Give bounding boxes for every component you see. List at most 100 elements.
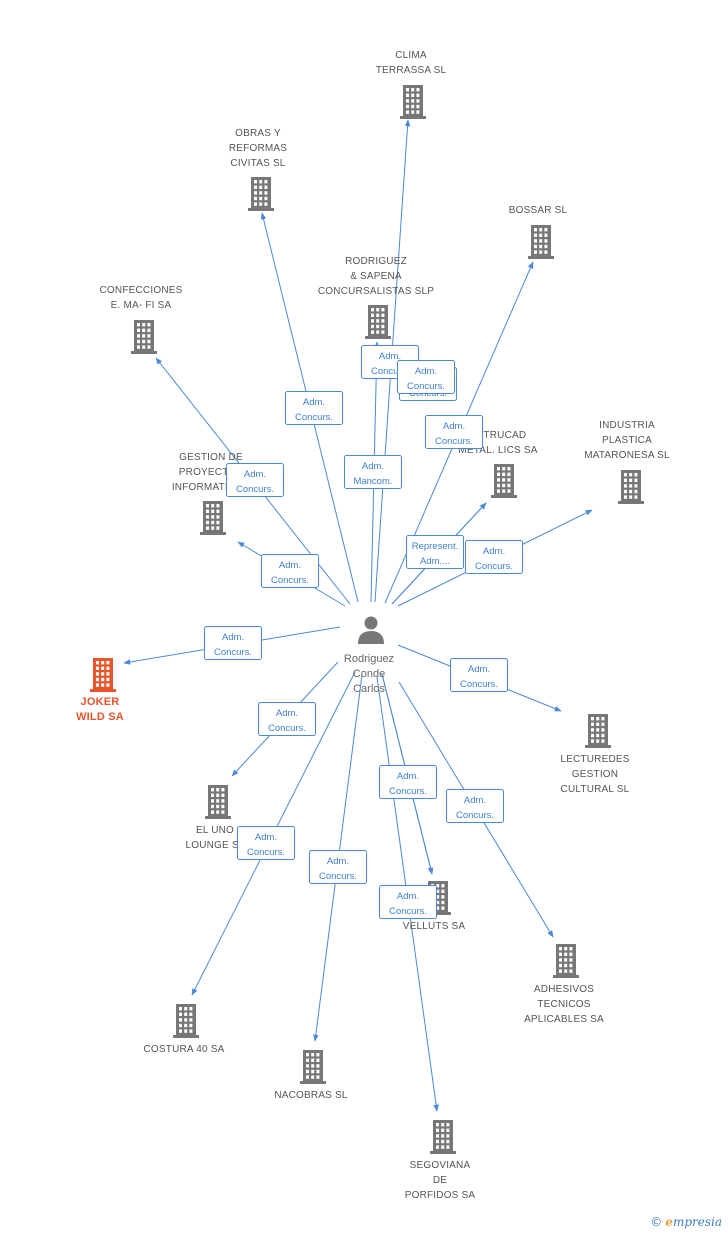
building-icon [491,464,517,498]
building-icon [585,714,611,748]
building-icon [248,177,274,211]
relation-badge-text: Adm. [279,560,301,571]
company-label-obras: CIVITAS SL [230,158,285,169]
company-label-clima: CLIMA [395,50,427,61]
building-icon [300,1050,326,1084]
relation-badge-text: Adm. [362,461,384,472]
relation-badge[interactable]: Adm.Concurs. [258,702,316,736]
copyright-symbol: © [650,1215,663,1229]
relation-badge[interactable]: Adm.Concurs. [397,360,455,394]
relation-badge-text: Adm. [327,856,349,867]
relation-badge[interactable]: Adm. Mancom. [344,455,402,489]
relation-badge-text: Adm. [303,397,325,408]
company-label-costura: COSTURA 40 SA [144,1044,225,1055]
relation-badge-text: Represent. [412,541,458,552]
relation-badge[interactable]: Adm.Concurs. [379,885,437,919]
relation-badge[interactable]: Adm. Concurs. [261,554,319,588]
relation-badge-text: Concurs. [460,679,498,690]
relation-badge[interactable]: Adm. Concurs. [204,626,262,660]
relation-badge[interactable]: Adm. Concurs. [446,789,504,823]
building-icon [528,225,554,259]
building-icon [618,470,644,504]
company-node-bossar[interactable]: BOSSAR SL [509,205,568,259]
relation-badge-text: Concurs. [271,575,309,586]
company-label-gestion: PROYECTOS [179,467,244,478]
relation-badge[interactable]: Adm.Concurs. [309,850,367,884]
logo-text: mpresia [672,1215,722,1229]
relation-badge[interactable]: Adm.Concurs. [379,765,437,799]
building-icon [400,85,426,119]
company-label-velluts: VELLUTS SA [403,921,466,932]
company-label-joker: WILD SA [76,711,124,723]
relation-badge-text: Concurs. [407,381,445,392]
relation-badge-text: Adm. [468,664,490,675]
relation-badge-text: Concurs. [371,366,409,377]
company-label-joker: JOKER [81,696,120,708]
building-icon [131,320,157,354]
relation-badge-text: Adm. [222,632,244,643]
company-node-segov[interactable]: SEGOVIANA DE PORFIDOS SA [405,1120,476,1201]
relation-badge-text: Concurs. [214,647,252,658]
relation-badge[interactable]: Adm. Concurs. [450,658,508,692]
relation-badge-text: Concurs. [456,810,494,821]
person-icon [358,616,384,644]
company-node-gestion[interactable]: GESTION DE PROYECTOS INFORMATICOS [172,452,250,535]
company-label-segov: PORFIDOS SA [405,1190,476,1201]
company-label-indust: INDUSTRIA [599,420,655,431]
building-icon [173,1004,199,1038]
company-node-nacobras[interactable]: NACOBRAS SL [274,1050,348,1101]
relation-badge-text: Concurs. [389,786,427,797]
company-label-segov: DE [433,1175,447,1186]
relation-badge-text: Concurs. [236,484,274,495]
company-node-obras[interactable]: OBRAS Y REFORMAS CIVITAS SL [229,128,287,211]
company-label-gestion: INFORMATICOS [172,482,250,493]
person-name-label: Carlos [353,683,385,695]
company-label-adhes: ADHESIVOS [534,984,594,995]
company-label-rodsap: RODRIGUEZ [345,256,407,267]
logo-initial: e [665,1215,673,1229]
relation-badge-text: Mancom. [353,476,392,487]
empresia-logo: ©empresia [650,1215,722,1229]
company-label-eluno: LOUNGE SL [185,840,244,851]
company-label-obras: REFORMAS [229,143,287,154]
relation-badge[interactable]: Adm. Concurs. [226,463,284,497]
company-label-adhes: TECNICOS [537,999,590,1010]
building-icon [90,658,116,692]
relation-badge-text: Adm. [464,795,486,806]
relation-badge-text: Concurs. [389,906,427,917]
company-label-lectu: GESTION [572,769,618,780]
relation-badge[interactable]: Adm.Concurs. [237,826,295,860]
relation-badge-text: Adm. [255,832,277,843]
relation-badge[interactable]: Adm. Concurs. [425,415,483,449]
company-label-segov: SEGOVIANA [410,1160,471,1171]
edges-layer [123,119,593,1112]
company-label-bossar: BOSSAR SL [509,205,568,216]
company-label-estruc: ESTRUCAD [470,430,527,441]
relation-badge-text: Adm. [276,708,298,719]
relation-badge-text: Adm. [443,421,465,432]
person-name-label: Rodriguez [344,653,394,665]
building-icon [205,785,231,819]
company-label-lectu: CULTURAL SL [561,784,630,795]
company-label-rodsap: & SAPENA [350,271,402,282]
relation-badge-text: Concurs. [435,436,473,447]
relation-badge[interactable]: Adm.Concurs. [465,540,523,574]
relation-badge[interactable]: Adm.Concurs. [285,391,343,425]
relation-badge[interactable]: Represent.Adm.... [406,535,464,569]
company-label-obras: OBRAS Y [235,128,281,139]
company-label-gestion: GESTION DE [179,452,243,463]
badges-layer: Adm. Concurs. Adm. Concurs. Adm. Concurs. Adm.… [204,345,523,919]
company-node-joker[interactable]: JOKER WILD SA [76,658,124,723]
relation-badge-text: Adm. [244,469,266,480]
company-node-costura[interactable]: COSTURA 40 SA [144,1004,225,1055]
